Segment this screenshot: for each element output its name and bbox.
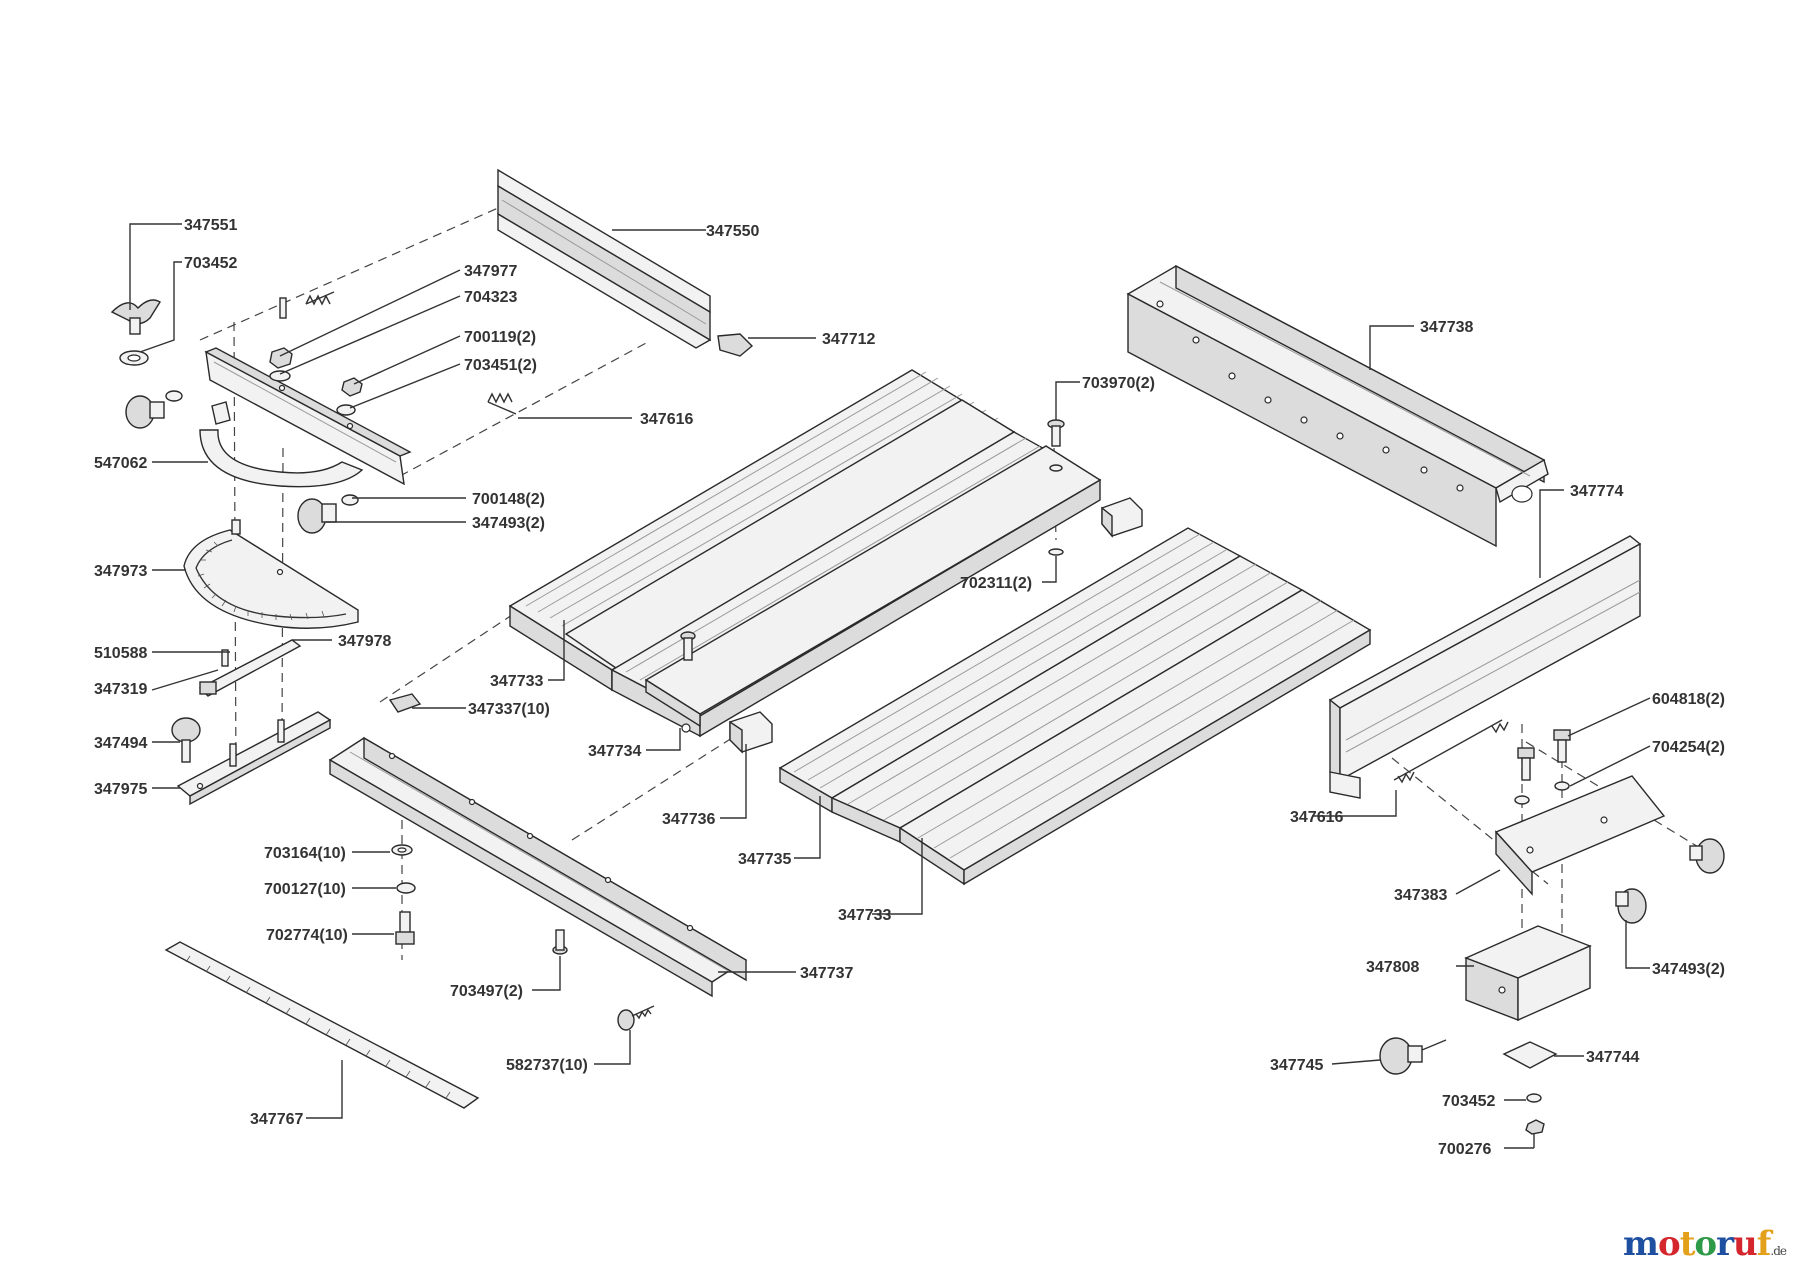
part-label-510588: 510588 bbox=[94, 645, 147, 662]
wing-nut bbox=[110, 299, 161, 335]
pointer-slide bbox=[198, 639, 302, 697]
mitre-guide-bar bbox=[176, 711, 332, 806]
panel-screw bbox=[1047, 419, 1065, 556]
part-label-347616-left: 347616 bbox=[640, 411, 693, 428]
part-label-347735: 347735 bbox=[738, 851, 791, 868]
leader-lines bbox=[129, 223, 1651, 1149]
watermark-letter: o bbox=[1658, 1224, 1681, 1264]
part-label-547062: 547062 bbox=[94, 455, 147, 472]
part-label-347734: 347734 bbox=[588, 743, 641, 760]
part-label-347736: 347736 bbox=[662, 811, 715, 828]
table-extension-panels bbox=[508, 369, 1372, 886]
end-cap bbox=[717, 333, 754, 357]
watermark-letter: o bbox=[1694, 1224, 1717, 1264]
lock-knob-upper bbox=[125, 390, 183, 429]
fence-knob-right bbox=[1689, 838, 1725, 874]
watermark-letter: m bbox=[1623, 1224, 1659, 1264]
part-label-347337: 347337(10) bbox=[468, 701, 550, 718]
watermark-tld: .de bbox=[1770, 1244, 1787, 1258]
part-label-347493-left: 347493(2) bbox=[472, 515, 545, 532]
fence-knob-lower bbox=[1615, 888, 1647, 924]
part-number-labels: 347551 703452 347550 347977 704323 70011… bbox=[94, 217, 1725, 1158]
part-label-347978: 347978 bbox=[338, 633, 391, 650]
part-label-347494: 347494 bbox=[94, 735, 147, 752]
part-label-704254: 704254(2) bbox=[1652, 739, 1725, 756]
part-label-604818: 604818(2) bbox=[1652, 691, 1725, 708]
part-label-703164: 703164(10) bbox=[264, 845, 346, 862]
mitre-bracket-plate bbox=[204, 291, 517, 486]
rear-rail-assembly bbox=[1126, 264, 1549, 548]
part-label-347733-lower: 347733 bbox=[838, 907, 891, 924]
part-label-347551: 347551 bbox=[184, 217, 237, 234]
part-label-703452-right: 703452 bbox=[1442, 1093, 1495, 1110]
protractor-scale bbox=[183, 529, 359, 629]
part-label-347712: 347712 bbox=[822, 331, 875, 348]
part-label-702311: 702311(2) bbox=[960, 575, 1032, 592]
part-label-347744: 347744 bbox=[1586, 1049, 1639, 1066]
panel-screw-mid bbox=[680, 631, 696, 661]
part-label-347383: 347383 bbox=[1394, 887, 1447, 904]
part-label-347737: 347737 bbox=[800, 965, 853, 982]
part-label-703970: 703970(2) bbox=[1082, 375, 1155, 392]
plate-hardware bbox=[269, 347, 363, 416]
part-label-347493-right: 347493(2) bbox=[1652, 961, 1725, 978]
washer-700127 bbox=[396, 882, 416, 894]
part-label-347319: 347319 bbox=[94, 681, 147, 698]
lower-right-table-panel bbox=[778, 527, 1372, 886]
watermark-letter: t bbox=[1679, 1224, 1696, 1264]
part-label-700119: 700119(2) bbox=[464, 329, 536, 346]
part-label-347808: 347808 bbox=[1366, 959, 1419, 976]
part-label-347975: 347975 bbox=[94, 781, 147, 798]
part-label-347973: 347973 bbox=[94, 563, 147, 580]
part-label-347550: 347550 bbox=[706, 223, 759, 240]
watermark-letter: f bbox=[1756, 1224, 1772, 1264]
mitre-gauge-assembly bbox=[110, 168, 754, 806]
part-label-700148: 700148(2) bbox=[472, 491, 545, 508]
part-label-347745: 347745 bbox=[1270, 1057, 1323, 1074]
part-label-703452: 703452 bbox=[184, 255, 237, 272]
part-label-703497: 703497(2) bbox=[450, 983, 523, 1000]
watermark-letters: motoruf bbox=[1623, 1224, 1772, 1264]
lower-table-panel-347734 bbox=[644, 445, 1102, 733]
fence-rod bbox=[1393, 719, 1509, 784]
front-rail-assembly bbox=[164, 693, 748, 1109]
part-label-700276: 700276 bbox=[1438, 1141, 1491, 1158]
screw-703497 bbox=[552, 929, 568, 955]
part-label-703451: 703451(2) bbox=[464, 357, 537, 374]
watermark-letter: u bbox=[1733, 1224, 1758, 1264]
part-label-347616-right: 347616 bbox=[1290, 809, 1343, 826]
part-label-700127: 700127(10) bbox=[264, 881, 346, 898]
part-label-347738: 347738 bbox=[1420, 319, 1473, 336]
mitre-fence-bar bbox=[497, 168, 712, 349]
fence-bracket bbox=[1494, 775, 1666, 896]
clamp-knob bbox=[1379, 1037, 1447, 1075]
part-label-704323: 704323 bbox=[464, 289, 517, 306]
small-screw bbox=[221, 649, 229, 667]
part-label-582737: 582737(10) bbox=[506, 1057, 588, 1074]
clamp-plate bbox=[1502, 1041, 1558, 1069]
screw-582737 bbox=[617, 1005, 655, 1031]
part-label-702774: 702774(10) bbox=[266, 927, 348, 944]
slot-nut bbox=[388, 693, 422, 713]
clamp-block bbox=[1464, 925, 1592, 1022]
lock-knob-lower bbox=[297, 494, 359, 534]
washer-703452b bbox=[1526, 1093, 1542, 1103]
part-label-347733-upper: 347733 bbox=[490, 673, 543, 690]
bolt-702774 bbox=[395, 911, 415, 945]
watermark-letter: r bbox=[1716, 1224, 1734, 1264]
motoruf-watermark: motoruf.de bbox=[1623, 1224, 1787, 1264]
rip-fence-assembly bbox=[1328, 535, 1725, 1135]
part-label-347977: 347977 bbox=[464, 263, 517, 280]
nut-700276 bbox=[1525, 1119, 1545, 1135]
protractor-arc-plate bbox=[199, 429, 364, 488]
bolt-604818 bbox=[1517, 729, 1571, 781]
mitre-knob bbox=[171, 717, 201, 763]
part-label-347774: 347774 bbox=[1570, 483, 1623, 500]
part-label-347767: 347767 bbox=[250, 1111, 303, 1128]
measuring-ruler bbox=[164, 941, 480, 1109]
